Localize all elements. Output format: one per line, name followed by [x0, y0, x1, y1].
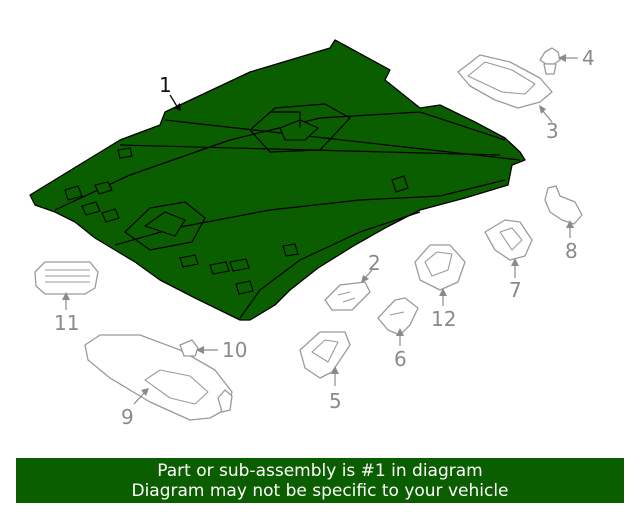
part-6 [377, 297, 419, 336]
part-2 [324, 281, 371, 311]
callout-3: 3 [546, 119, 559, 143]
callout-4: 4 [582, 46, 595, 70]
callout-7: 7 [509, 278, 522, 302]
part-9-sun-visor [84, 334, 233, 421]
callout-6: 6 [394, 347, 407, 371]
part-11 [34, 261, 99, 295]
disclaimer-banner: Part or sub-assembly is #1 in diagram Di… [16, 458, 624, 503]
callout-labels: 1 2 3 4 5 6 7 8 9 10 11 12 [54, 46, 595, 429]
callout-12: 12 [431, 307, 456, 331]
part-4-clip [539, 47, 561, 75]
part-8 [544, 185, 583, 225]
leader-lines [62, 54, 578, 405]
banner-line-1: Part or sub-assembly is #1 in diagram [157, 461, 483, 481]
part-12 [414, 244, 466, 291]
part-5 [299, 331, 351, 379]
callout-11: 11 [54, 311, 79, 335]
part-7 [484, 219, 533, 261]
part-3 [457, 54, 553, 109]
headliner-part-1 [29, 39, 526, 321]
callout-5: 5 [329, 389, 342, 413]
callout-10: 10 [222, 338, 247, 362]
callout-2: 2 [368, 251, 381, 275]
callout-8: 8 [565, 239, 578, 263]
callout-9: 9 [121, 405, 134, 429]
banner-line-2: Diagram may not be specific to your vehi… [131, 481, 509, 501]
callout-1: 1 [159, 73, 172, 97]
part-10-clip [179, 339, 199, 357]
